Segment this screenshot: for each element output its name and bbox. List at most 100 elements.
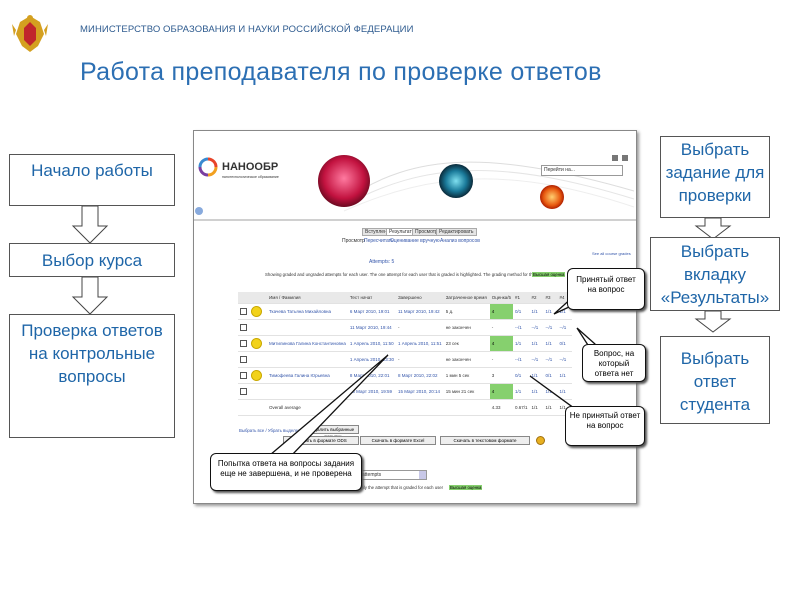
cell-started[interactable]: 1 Апрель 2010, 11:50 [347,335,396,352]
down-arrow-icon [71,206,109,244]
see-all-link[interactable]: See all course grades [592,251,631,256]
table-row: 1 Апрель 2010, 23:30 - не закончен - --/… [238,351,572,368]
col-q3[interactable]: #3 [543,292,558,304]
cell-q3[interactable]: 1/1 [543,303,558,320]
cell-completed: - [395,351,444,368]
cell-q2[interactable]: 1/1 [529,383,544,400]
step-results-tab-box: Выбрать вкладку «Результаты» [650,237,780,311]
subtab-regrade[interactable]: Пересчитать [364,238,394,244]
cell-grade: - [489,319,514,336]
cell-q1[interactable]: 0/1 [513,367,530,384]
row-checkbox[interactable] [240,371,247,379]
cell-name[interactable]: Митилинова Галина Константиновна [267,335,348,352]
help-icon[interactable] [536,436,545,445]
banner-graphic [194,155,636,221]
cell-time: 23 сек [443,335,490,352]
step-start-box: Начало работы [9,154,175,206]
cell-q3[interactable]: 1/1 [543,335,558,352]
subtab-overview[interactable]: Просмотр [342,238,365,244]
cell-completed: - [395,319,444,336]
cell-q1[interactable]: --/1 [513,351,530,368]
col-q2[interactable]: #2 [529,292,544,304]
cell-grade: 4 [489,335,514,352]
col-completed[interactable]: Завершено [395,292,444,304]
cell-q4[interactable]: 0/1 [557,335,572,352]
step-label: Проверка ответов на контрольные вопросы [21,321,163,386]
cell-grade: 4 [489,303,514,320]
col-started[interactable]: Тест начат [347,292,396,304]
settings-icon[interactable] [612,155,618,161]
logo-text: НАНООБР [222,161,279,173]
overall-q3: 1/1 [543,399,558,416]
callout-no-answer: Вопрос, на который ответа нет [582,344,646,382]
cell-started[interactable]: 6 Март 2010, 19:01 [347,303,396,320]
col-q1[interactable]: #1 [513,292,530,304]
callout-text: Вопрос, на который ответа нет [593,349,635,378]
callout-text: Не принятый ответ на вопрос [569,411,641,430]
row-checkbox[interactable] [240,339,247,347]
step-student-answer-box: Выбрать ответ студента [660,336,770,424]
cell-q4[interactable]: --/1 [557,319,572,336]
tab-edit[interactable]: Редактировать [436,228,477,236]
col-grade[interactable]: Оценка/5 [489,292,514,304]
cell-q1[interactable]: 0/1 [513,303,530,320]
step-label: Выбрать ответ студента [679,349,751,414]
col-name[interactable]: Имя / Фамилия [267,292,348,304]
cell-q3[interactable]: --/1 [543,351,558,368]
cell-q4[interactable]: --/1 [557,351,572,368]
cell-completed: 1 Апрель 2010, 11:51 [395,335,444,352]
cell-q2[interactable]: 1/1 [529,367,544,384]
step-label: Выбор курса [41,251,143,270]
down-arrow-icon [71,277,109,315]
cell-q1[interactable]: 1/1 [513,383,530,400]
select-all-link[interactable]: Выбрать все / Убрать выделение [239,428,306,433]
cell-q1[interactable]: 1/1 [513,335,530,352]
cell-time: не закончен [443,319,490,336]
cell-name[interactable]: Ткачева Татьяна Михайловна [267,303,348,320]
user-avatar-icon [251,305,262,317]
cell-q4[interactable]: 1/1 [557,383,572,400]
cell-name[interactable]: Тимофеева Галина Юрьевна [267,367,348,384]
row-checkbox[interactable] [240,387,247,395]
callout-pointer-incomplete [268,354,389,456]
chevron-down-icon [419,471,426,479]
coat-of-arms-icon [12,15,48,52]
row-checkbox[interactable] [240,307,247,315]
download-text-button[interactable]: Скачать в текстовом формате [440,436,530,445]
col-time[interactable]: Затраченное время [443,292,490,304]
cell-q3[interactable]: 0/1 [543,367,558,384]
table-header-row: Имя / Фамилия Тест начат Завершено Затра… [238,292,572,304]
download-ods-button[interactable]: Скачать в формате ODS [283,436,359,445]
row-checkbox[interactable] [240,323,247,331]
cell-name [267,351,348,368]
info-text: Showing graded and ungraded attempts for… [265,272,550,277]
overall-q1: 0.67/1 [513,399,530,416]
subtab-manual-grading[interactable]: Оценивание вручную [390,238,440,244]
highest-grade-badge: Высшая оценка [532,272,566,277]
cell-q3[interactable]: --/1 [543,319,558,336]
cell-q4[interactable]: 1/1 [557,367,572,384]
ministry-name: МИНИСТЕРСТВО ОБРАЗОВАНИЯ И НАУКИ РОССИЙС… [80,24,414,35]
row-checkbox[interactable] [240,355,247,363]
tab-bar: Вступление Результаты Просмотр Редактиро… [362,227,477,236]
download-excel-button[interactable]: Скачать в формате Excel [360,436,436,445]
cell-q2[interactable]: 1/1 [529,335,544,352]
col-q4[interactable]: #4 [557,292,572,304]
cell-started[interactable]: 1 Апрель 2010, 23:30 [347,351,396,368]
callout-incomplete-attempt: Попытка ответа на вопросы задания еще не… [210,453,362,491]
cell-started[interactable]: 15 Март 2010, 19:59 [347,383,396,400]
jump-select[interactable]: Перейти на... [541,165,623,176]
callout-not-accepted: Не принятый ответ на вопрос [565,406,645,446]
attempts-dropdown[interactable]: attempts [359,470,427,480]
edit-icon[interactable] [622,155,628,161]
overall-row: Overall average 4.33 0.67/1 1/1 1/1 1/1 [238,399,572,416]
cell-q2[interactable]: --/1 [529,319,544,336]
cell-q2[interactable]: --/1 [529,351,544,368]
cell-name [267,383,348,400]
table-row: Тимофеева Галина Юрьевна 8 Март 2010, 22… [238,367,572,384]
cell-q1[interactable]: --/1 [513,319,530,336]
subtab-analysis[interactable]: Анализ вопросов [440,238,480,244]
cell-time: не закончен [443,351,490,368]
cell-q2[interactable]: 1/1 [529,303,544,320]
cell-started[interactable]: 11 Март 2010, 19:44 [347,319,396,336]
